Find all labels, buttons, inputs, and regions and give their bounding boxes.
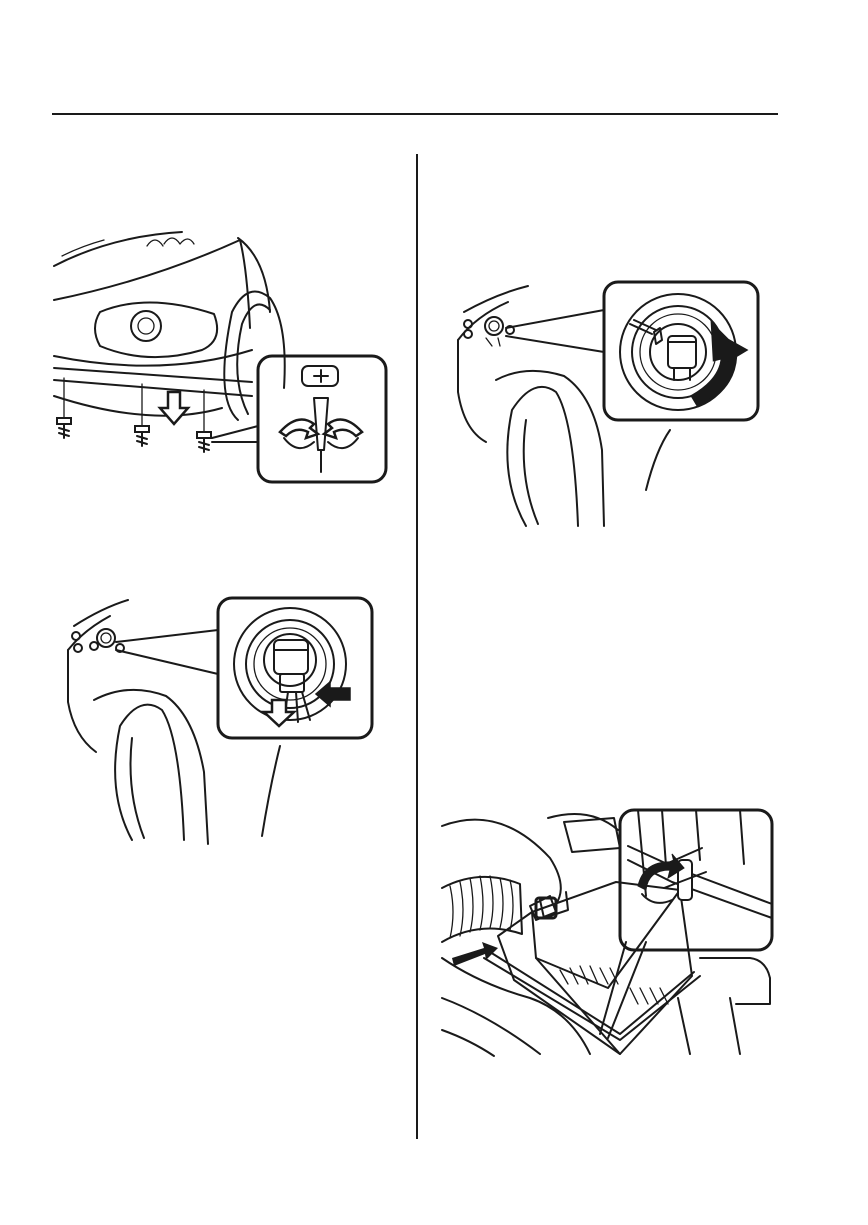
column-divider (416, 154, 418, 1139)
headlight-bulb-twist-icon (456, 280, 762, 530)
bumper-screw-removal-icon (52, 228, 390, 486)
bumper-screw-removal-figure (52, 228, 390, 486)
connector-release-icon (66, 596, 376, 846)
headlight-bulb-twist-figure (456, 280, 762, 530)
air-cleaner-clamp-icon (440, 808, 776, 1062)
connector-release-figure (66, 596, 376, 846)
header-rule (52, 113, 778, 115)
air-cleaner-clamp-figure (440, 808, 776, 1062)
